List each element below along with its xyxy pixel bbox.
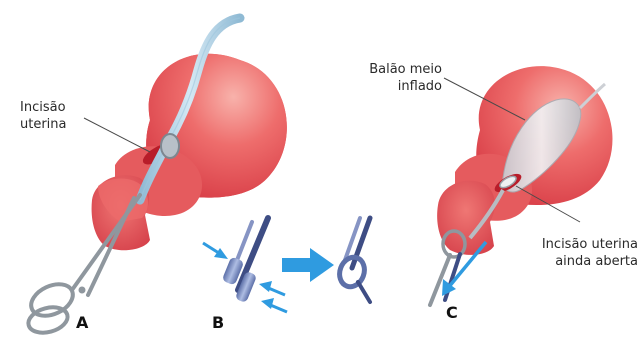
label-incisao-uterina: Incisão uterina [20, 99, 67, 133]
label-incisao-uterina-aberta: Incisão uterina ainda aberta [522, 236, 638, 270]
big-arrow [282, 248, 334, 282]
label-incisao-line1: Incisão [20, 99, 67, 116]
label-aberta-line2: ainda aberta [522, 253, 638, 270]
panel-label-a: A [76, 313, 88, 332]
label-balao-line2: inflado [356, 78, 442, 95]
label-aberta-line1: Incisão uterina [522, 236, 638, 253]
leader-line-incisao [84, 118, 150, 152]
panel-b-figure [203, 218, 370, 312]
label-incisao-line2: uterina [20, 116, 67, 133]
panel-label-b: B [212, 313, 224, 332]
label-balao-line1: Balão meio [356, 61, 442, 78]
panel-label-c: C [446, 303, 458, 322]
label-balao-meio-inflado: Balão meio inflado [356, 61, 442, 95]
